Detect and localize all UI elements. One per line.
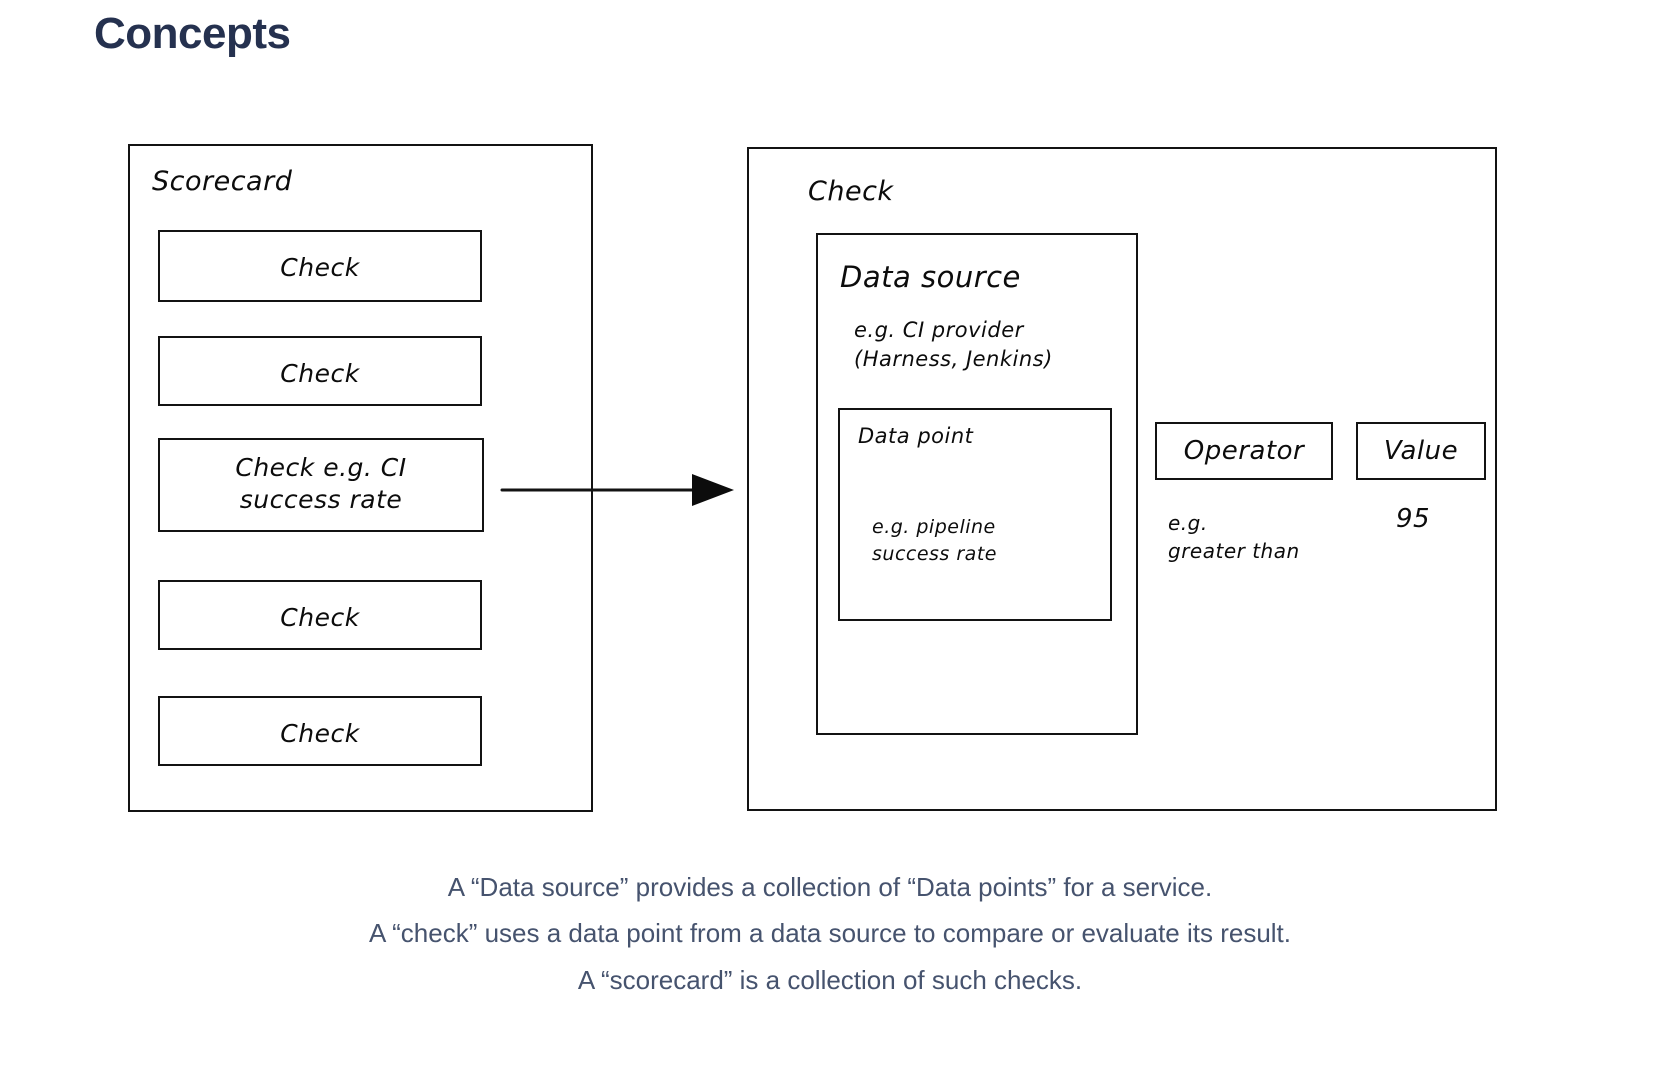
data-source-example: e.g. CI provider (Harness, Jenkins) bbox=[854, 318, 1053, 371]
scorecard-check-item-1[interactable]: Check bbox=[158, 230, 482, 302]
data-point-example: e.g. pipeline success rate bbox=[872, 516, 997, 565]
caption-line-2: A “check” uses a data point from a data … bbox=[368, 918, 1292, 949]
scorecard-check-item-3[interactable]: Check e.g. CI success rate bbox=[158, 438, 484, 532]
scorecard-check-label-4: Check bbox=[280, 603, 360, 632]
data-point-container bbox=[838, 408, 1112, 621]
caption-line-3: A “scorecard” is a collection of such ch… bbox=[577, 964, 1083, 995]
operator-example: e.g. greater than bbox=[1168, 511, 1300, 564]
scorecard-check-item-5[interactable]: Check bbox=[158, 696, 482, 766]
check-title: Check bbox=[808, 176, 894, 207]
caption-line-1: A “Data source” provides a collection of… bbox=[447, 872, 1213, 902]
value-example: 95 bbox=[1396, 504, 1431, 534]
scorecard-check-label-3: Check e.g. CI success rate bbox=[235, 453, 407, 514]
arrow-right-icon bbox=[500, 474, 734, 506]
value-label: Value bbox=[1383, 436, 1459, 466]
data-point-title: Data point bbox=[858, 424, 974, 448]
caption: A “Data source” provides a collection of… bbox=[0, 864, 1660, 1003]
scorecard-check-label-1: Check bbox=[280, 253, 360, 282]
scorecard-check-label-5: Check bbox=[280, 719, 360, 748]
page-title: Concepts bbox=[94, 9, 291, 58]
scorecard-check-item-2[interactable]: Check bbox=[158, 336, 482, 406]
data-source-title: Data source bbox=[840, 260, 1021, 294]
scorecard-check-item-4[interactable]: Check bbox=[158, 580, 482, 650]
value-box[interactable]: Value bbox=[1356, 422, 1486, 480]
scorecard-check-label-2: Check bbox=[280, 359, 360, 388]
operator-box[interactable]: Operator bbox=[1155, 422, 1333, 480]
scorecard-title: Scorecard bbox=[152, 166, 293, 197]
operator-label: Operator bbox=[1183, 436, 1305, 466]
